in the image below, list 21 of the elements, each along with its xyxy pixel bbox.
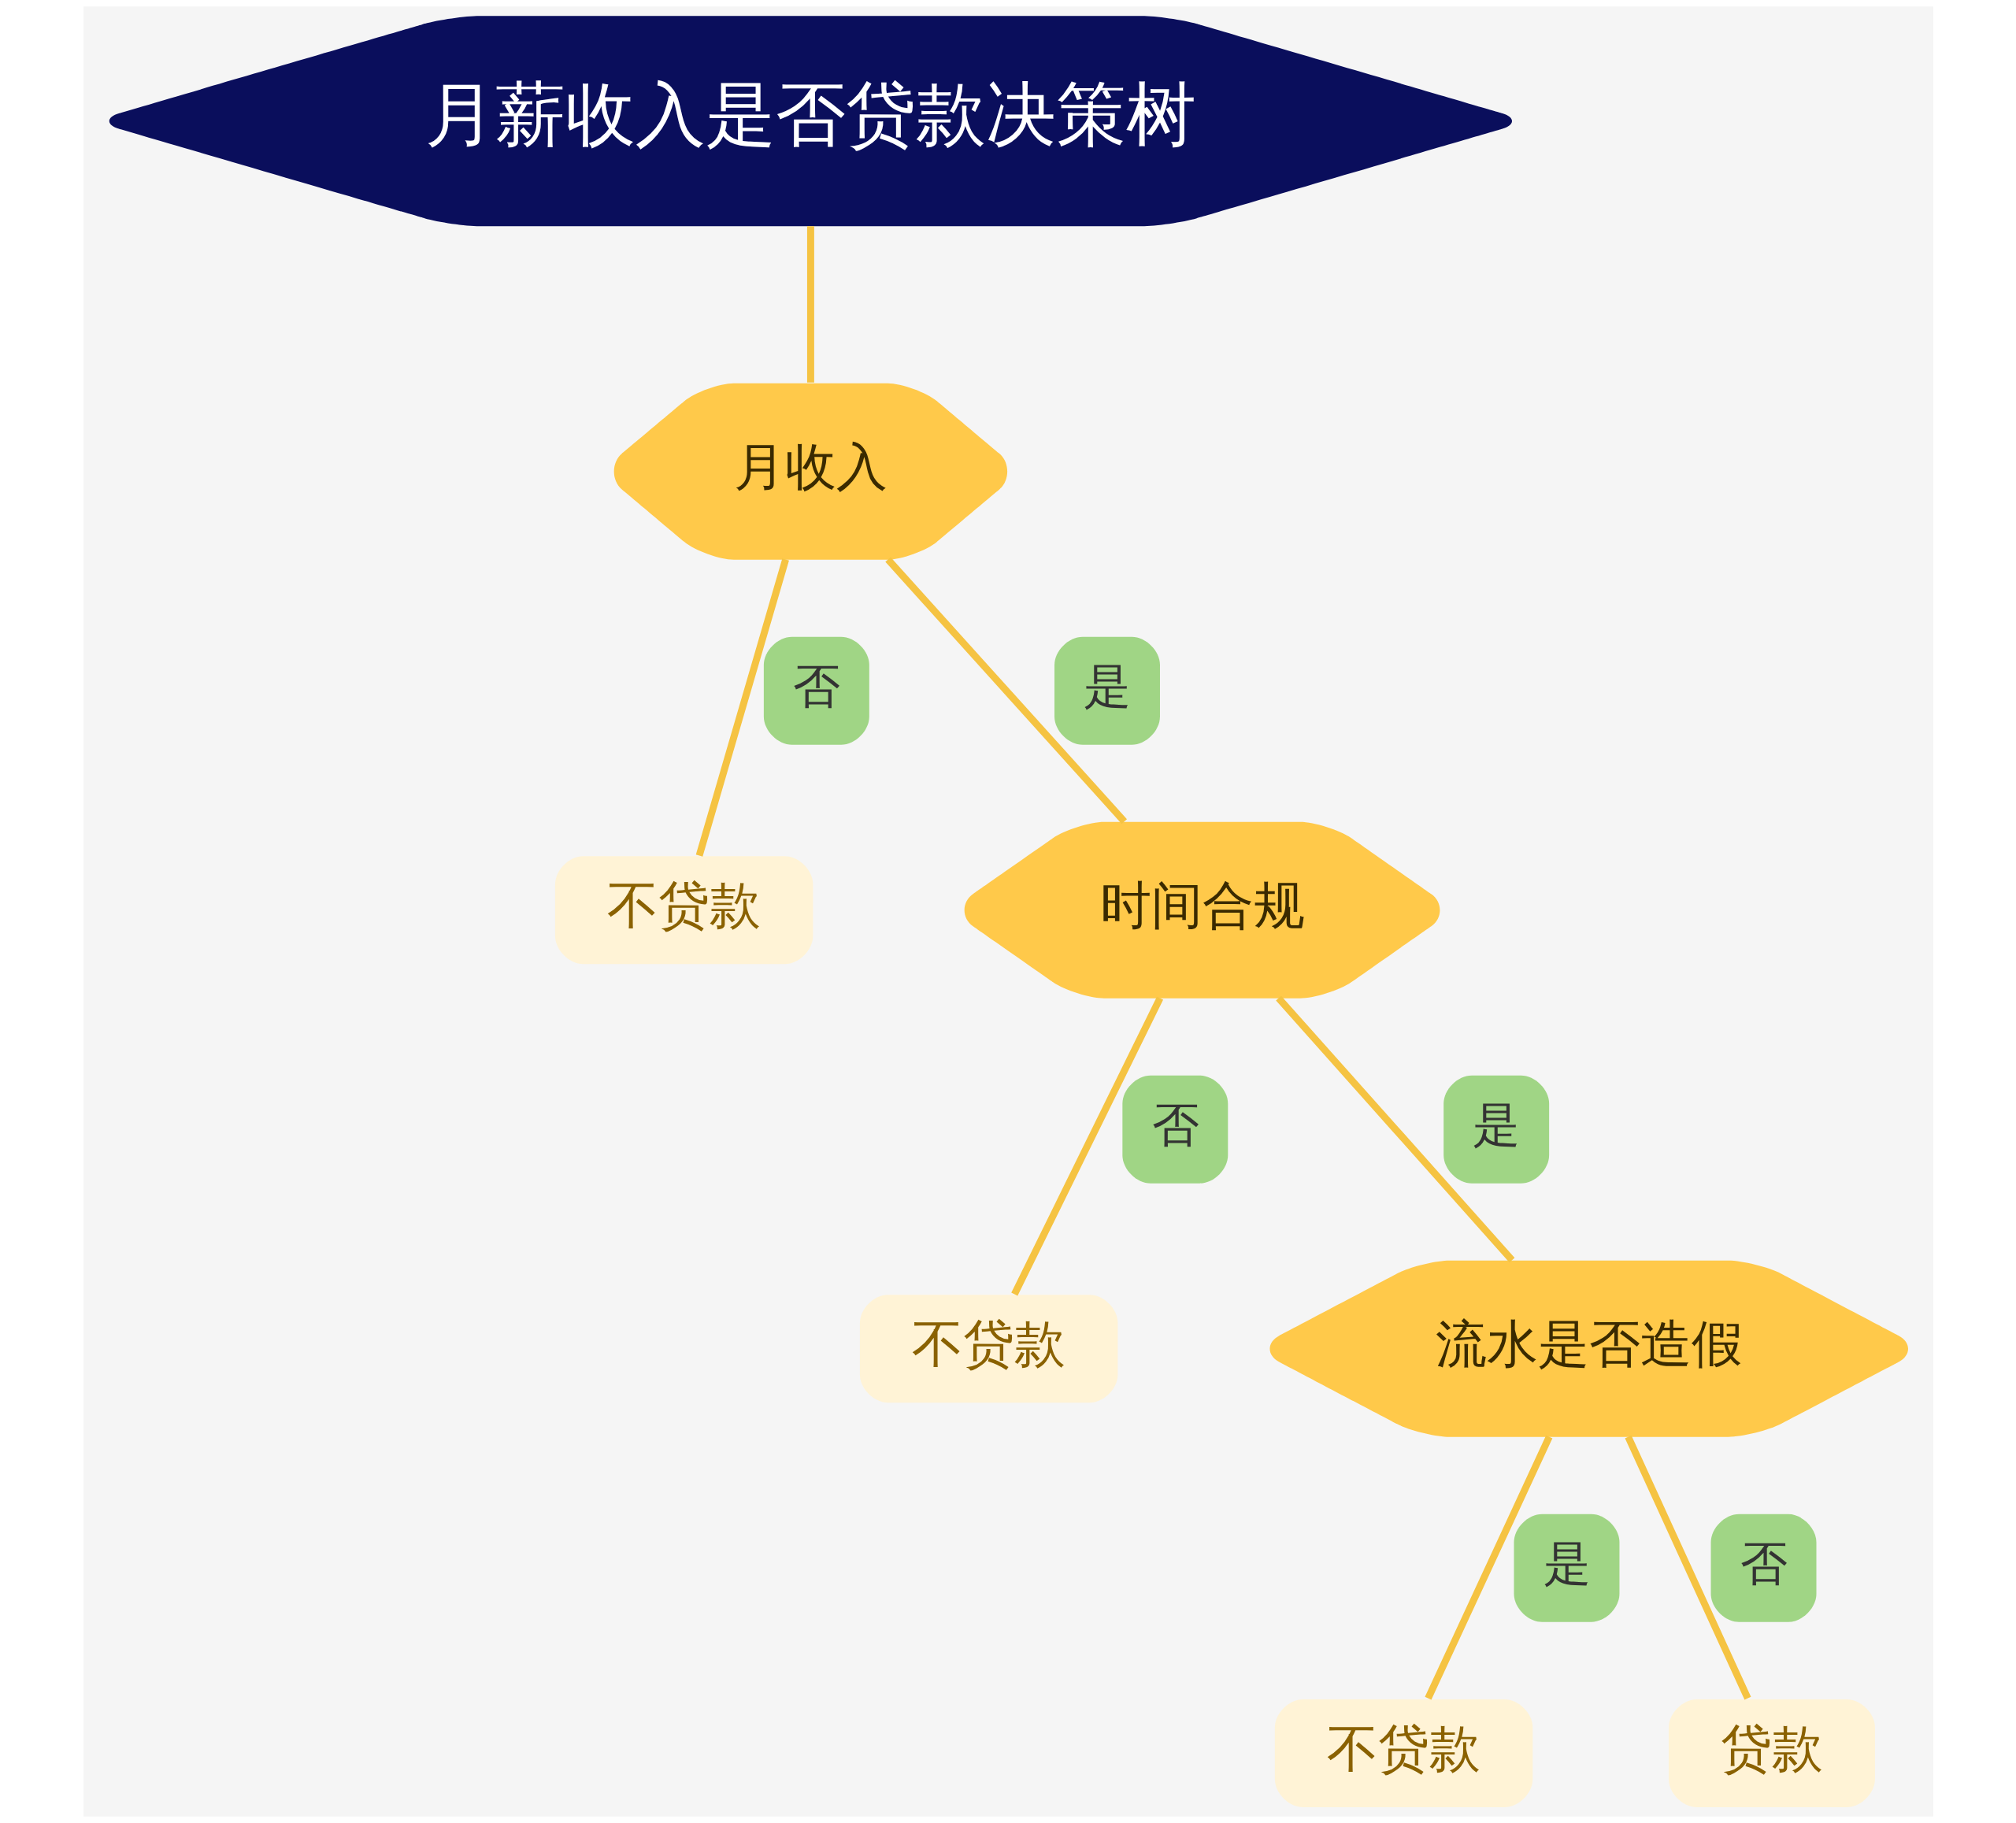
- node-box: 贷款: [1668, 1699, 1875, 1807]
- node-box: 不贷款: [859, 1295, 1117, 1403]
- node-ellipse: 流水是否造假: [1269, 1260, 1908, 1437]
- connector: [1010, 996, 1163, 1296]
- connector: [1625, 1435, 1751, 1700]
- edge-label: 否: [1151, 1098, 1199, 1153]
- node-ellipse: 月收入: [613, 383, 1007, 560]
- node-box: 不贷款: [1274, 1699, 1532, 1807]
- node-ellipse: 时间合规: [964, 821, 1440, 999]
- connector: [1424, 1435, 1552, 1700]
- node-box: 不贷款: [554, 856, 813, 965]
- edge-label: 是: [1083, 659, 1131, 714]
- edge-label: 否: [792, 659, 840, 714]
- connector: [1275, 995, 1514, 1263]
- edge-label: 是: [1472, 1098, 1520, 1153]
- connector: [806, 226, 814, 383]
- connector: [695, 558, 789, 857]
- edge-label: 否: [1740, 1536, 1788, 1591]
- connector: [884, 557, 1127, 824]
- edge-label: 是: [1543, 1536, 1591, 1591]
- node-ellipse: 月薪收入是否贷款决策树: [109, 16, 1512, 227]
